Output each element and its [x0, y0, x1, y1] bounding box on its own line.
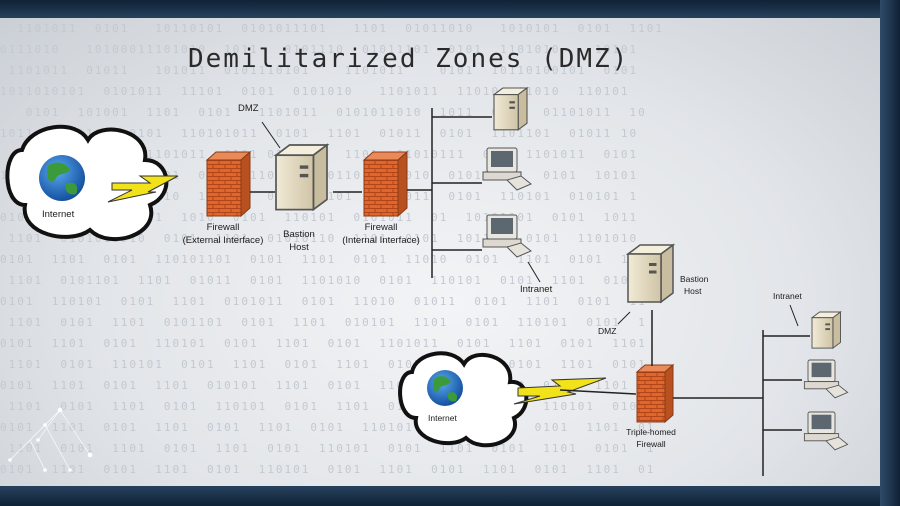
bastion-sublabel: Host: [289, 242, 309, 253]
internet-cloud-top: [5, 124, 169, 241]
dmz-label: DMZ: [238, 103, 259, 114]
firewall-sublabel: Firewall: [636, 439, 666, 449]
internet-label: Internet: [428, 413, 457, 423]
external-firewall-icon: [206, 159, 242, 217]
globe-icon: [39, 155, 85, 201]
binary-background: 1101011 0101 10110101 0101011101 1101 01…: [0, 22, 664, 476]
bastion-host-server-icon: [275, 144, 328, 211]
internal-firewall-sublabel: (Internal Interface): [342, 235, 420, 246]
page-title: Demilitarized Zones (DMZ): [188, 44, 630, 74]
bastion-label: Bastion: [680, 274, 709, 284]
workstation-icon: [803, 359, 849, 399]
workstation-icon: [482, 147, 532, 191]
external-firewall-sublabel: (External Interface): [182, 235, 264, 246]
external-firewall-label: Firewall: [206, 222, 240, 233]
frame-right: [880, 0, 900, 506]
decorative-network-sparkle: [8, 407, 93, 472]
bastion-sublabel: Host: [684, 286, 702, 296]
internet-label: Internet: [42, 209, 75, 220]
intranet-server-icon: [493, 87, 528, 131]
internal-firewall-icon: [363, 159, 399, 217]
wan-link-lightning: [513, 377, 607, 405]
intranet-label: Intranet: [773, 291, 802, 301]
intranet-label: Intranet: [520, 284, 553, 295]
globe-icon: [427, 370, 463, 406]
firewall-label: Triple-homed: [626, 427, 676, 437]
dmz-label: DMZ: [598, 326, 617, 336]
bastion-host-server-icon: [627, 244, 674, 303]
bastion-label: Bastion: [283, 229, 315, 240]
internal-firewall-label: Firewall: [364, 222, 398, 233]
internet-cloud-bottom: [398, 351, 529, 448]
intranet-server-icon: [811, 311, 841, 349]
wan-link-lightning: [107, 175, 179, 203]
triple-homed-firewall-icon: [636, 371, 666, 423]
workstation-icon: [482, 214, 532, 258]
frame-bottom: [0, 486, 900, 506]
frame-top: [0, 0, 900, 18]
workstation-icon: [803, 411, 849, 451]
